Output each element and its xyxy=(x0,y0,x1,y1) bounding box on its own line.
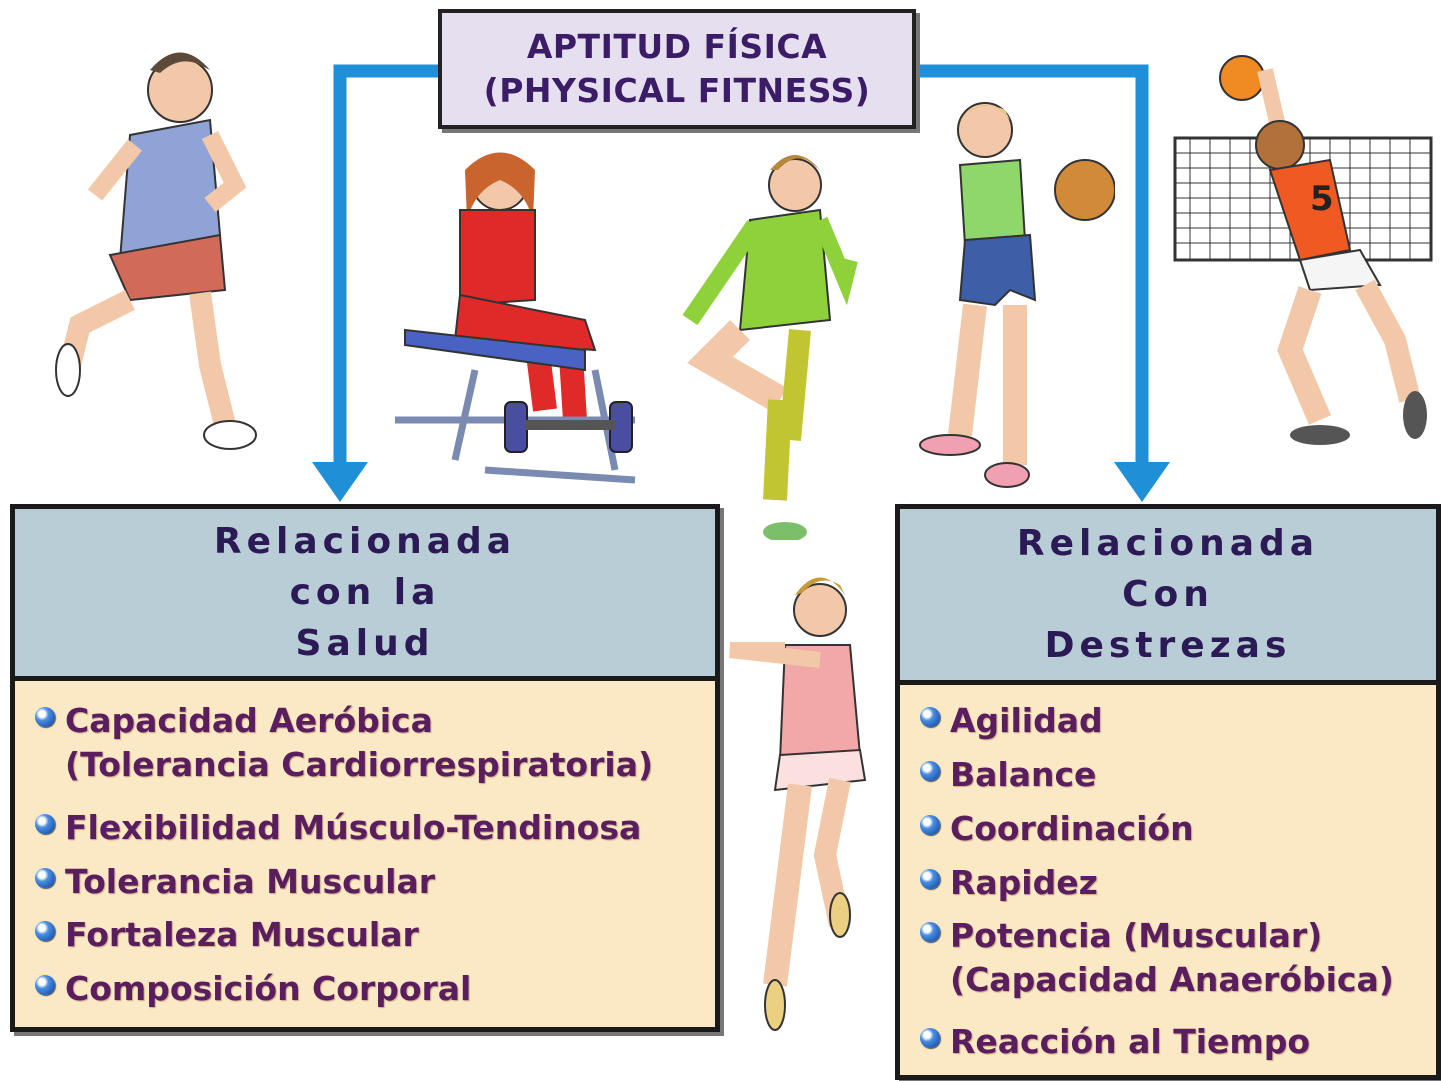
skill-panel-header: Relacionada Con Destrezas xyxy=(900,509,1436,685)
list-item-text: Rapidez xyxy=(950,863,1098,902)
list-item-text: Balance xyxy=(950,755,1097,794)
skill-panel-body: Agilidad Balance Coordinación Rapidez Po… xyxy=(900,685,1436,1075)
bullet-icon xyxy=(920,707,940,727)
list-item: Capacidad Aeróbica (Tolerancia Cardiorre… xyxy=(29,699,711,791)
list-item: Tolerancia Muscular xyxy=(29,860,711,904)
bullet-icon xyxy=(920,815,940,835)
list-item-text: Fortaleza Muscular xyxy=(65,915,419,954)
title-line-2: (PHYSICAL FITNESS) xyxy=(483,71,871,110)
weight-bench-icon xyxy=(395,152,636,484)
list-item-text: Capacidad Aeróbica xyxy=(65,701,433,740)
bullet-icon xyxy=(35,975,55,995)
title-line-1: APTITUD FÍSICA xyxy=(526,27,828,66)
list-item-text: Composición Corporal xyxy=(65,969,472,1008)
bullet-icon xyxy=(35,921,55,941)
list-item: Coordinación xyxy=(914,807,1432,851)
list-item-text: Coordinación xyxy=(950,809,1194,848)
skill-header-line-3: Destrezas xyxy=(1044,625,1292,666)
list-item: Flexibilidad Músculo-Tendinosa xyxy=(29,806,711,850)
health-header-line-1: Relacionada xyxy=(213,521,517,562)
list-item-text: Agilidad xyxy=(950,701,1103,740)
left-arrow-line xyxy=(333,64,438,470)
runner-icon xyxy=(55,52,257,450)
list-item: Balance xyxy=(914,753,1432,797)
list-item: Fortaleza Muscular xyxy=(29,913,711,957)
bullet-icon xyxy=(35,707,55,727)
bullet-icon xyxy=(920,761,940,781)
list-item-text: Potencia (Muscular) xyxy=(950,916,1323,955)
bullet-icon xyxy=(35,814,55,834)
bullet-icon xyxy=(920,1028,940,1048)
bullet-icon xyxy=(35,868,55,888)
medicine-ball-icon xyxy=(919,102,1115,488)
right-arrow-line xyxy=(916,64,1149,470)
health-header-line-2: con la xyxy=(289,572,441,613)
skill-header-line-2: Con xyxy=(1122,574,1214,615)
title-box: APTITUD FÍSICA (PHYSICAL FITNESS) xyxy=(438,9,916,129)
list-item-text: Tolerancia Muscular xyxy=(65,862,436,901)
health-header-line-3: Salud xyxy=(295,623,435,664)
skill-header-line-1: Relacionada xyxy=(1016,523,1320,564)
health-related-panel: Relacionada con la Salud Capacidad Aerób… xyxy=(10,504,720,1032)
list-item: Rapidez xyxy=(914,861,1432,905)
list-item: Composición Corporal xyxy=(29,967,711,1011)
left-arrow-head xyxy=(312,462,368,502)
list-item-text: Flexibilidad Músculo-Tendinosa xyxy=(65,808,642,847)
list-item-text: Reacción al Tiempo xyxy=(950,1022,1311,1061)
jogger-icon xyxy=(729,577,867,1031)
bullet-icon xyxy=(920,922,940,942)
list-item: Potencia (Muscular) (Capacidad Anaeróbic… xyxy=(914,914,1432,1006)
health-panel-header: Relacionada con la Salud xyxy=(15,509,715,681)
skill-related-panel: Relacionada Con Destrezas Agilidad Balan… xyxy=(895,504,1441,1080)
list-item-text-line2: (Tolerancia Cardiorrespiratoria) xyxy=(65,745,654,784)
list-item-text-line2: (Capacidad Anaeróbica) xyxy=(950,960,1394,999)
jersey-number: 5 xyxy=(1310,179,1334,219)
right-arrow-head xyxy=(1114,462,1170,502)
list-item: Agilidad xyxy=(914,699,1432,743)
gymnast-icon xyxy=(682,155,858,540)
volleyball-icon: 5 xyxy=(1173,55,1433,445)
list-item: Reacción al Tiempo xyxy=(914,1020,1432,1064)
health-panel-body: Capacidad Aeróbica (Tolerancia Cardiorre… xyxy=(15,681,715,1027)
bullet-icon xyxy=(920,869,940,889)
